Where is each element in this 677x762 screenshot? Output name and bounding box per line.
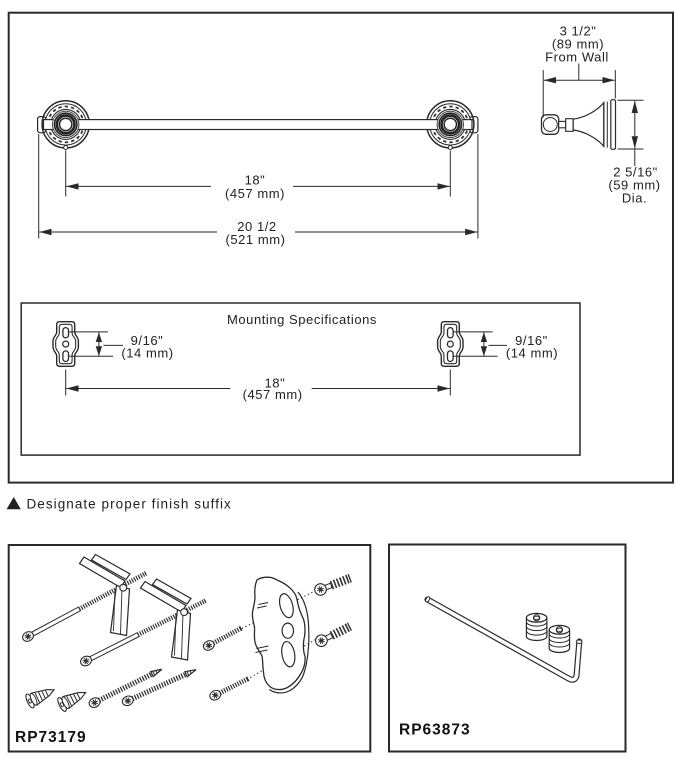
svg-text:(521 mm): (521 mm) [225,232,285,247]
svg-text:(14 mm): (14 mm) [121,345,173,360]
svg-text:18": 18" [265,375,286,390]
svg-text:18": 18" [245,173,266,188]
svg-text:Mounting Specifications: Mounting Specifications [227,312,377,327]
svg-text:9/16": 9/16" [131,333,164,348]
svg-text:Dia.: Dia. [622,191,647,206]
svg-text:2 5/16": 2 5/16" [613,165,658,180]
svg-text:RP63873: RP63873 [399,722,471,739]
svg-text:(59 mm): (59 mm) [608,178,660,193]
svg-text:(457 mm): (457 mm) [225,186,285,201]
svg-text:From Wall: From Wall [545,50,609,65]
svg-text:Designate proper finish suffix: Designate proper finish suffix [27,497,232,512]
svg-text:20 1/2: 20 1/2 [237,219,276,234]
svg-text:9/16": 9/16" [515,333,548,348]
svg-text:RP73179: RP73179 [15,729,87,746]
svg-text:3 1/2": 3 1/2" [560,24,597,39]
svg-text:(14 mm): (14 mm) [506,345,558,360]
svg-text:(89 mm): (89 mm) [552,37,604,52]
svg-text:(457 mm): (457 mm) [243,387,303,402]
